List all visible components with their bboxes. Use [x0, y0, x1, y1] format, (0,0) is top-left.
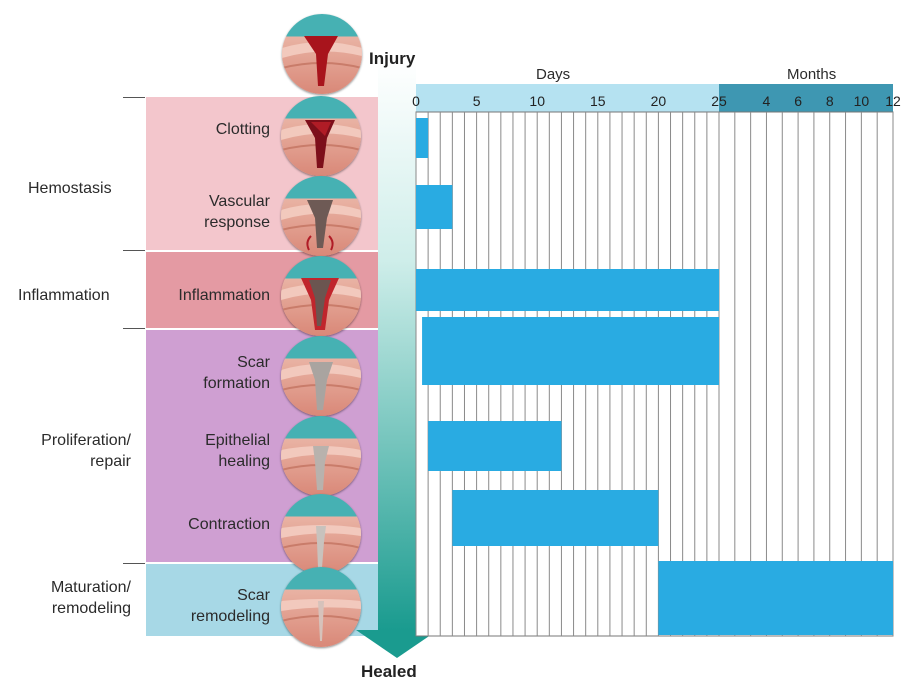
- bar: [416, 269, 719, 311]
- x-tick-label-days: 15: [590, 93, 606, 109]
- x-tick-label-days: 20: [651, 93, 667, 109]
- x-tick-label-days: 0: [412, 93, 420, 109]
- bar: [416, 185, 452, 229]
- bar: [416, 118, 428, 158]
- x-tick-label-months: 10: [854, 93, 870, 109]
- x-tick-label-months: 8: [826, 93, 834, 109]
- x-tick-label-days: 5: [473, 93, 481, 109]
- x-tick-label-days: 25: [711, 93, 727, 109]
- bar: [422, 317, 719, 385]
- bar: [428, 421, 561, 471]
- days-axis-band: [416, 84, 719, 112]
- x-tick-label-days: 10: [529, 93, 545, 109]
- x-tick-label-months: 4: [763, 93, 771, 109]
- bar: [452, 490, 658, 546]
- bar: [658, 561, 893, 635]
- x-tick-label-months: 6: [794, 93, 802, 109]
- x-tick-label-months: 12: [885, 93, 901, 109]
